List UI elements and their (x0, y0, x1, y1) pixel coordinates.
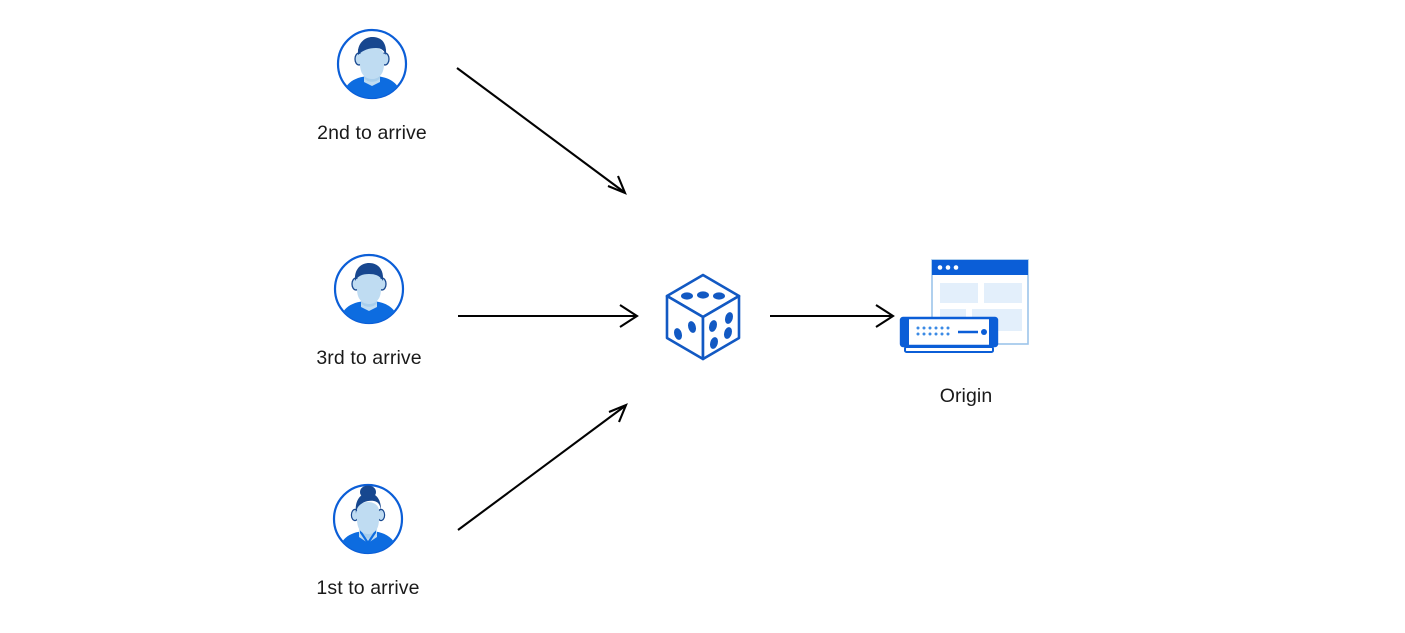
node-client-2nd[interactable]: 2nd to arrive (297, 26, 447, 145)
node-client-1st[interactable]: 1st to arrive (293, 481, 443, 600)
server-device (899, 316, 999, 353)
origin-server-icon (896, 256, 1036, 369)
node-label: 3rd to arrive (316, 347, 422, 369)
edge-1st-to-dice (457, 403, 628, 531)
node-label: 1st to arrive (316, 577, 420, 599)
user-avatar-icon (334, 26, 410, 102)
user-avatar-icon (331, 251, 407, 327)
dice-icon (662, 270, 744, 369)
node-label: Origin (939, 385, 993, 407)
edge-dice-to-origin (770, 304, 895, 328)
edge-2nd-to-dice (456, 67, 627, 195)
node-label: 2nd to arrive (317, 122, 427, 144)
node-origin[interactable]: Origin (896, 256, 1036, 408)
user-avatar-icon (330, 481, 406, 557)
edge-3rd-to-dice (458, 304, 639, 328)
node-randomizer[interactable] (662, 270, 744, 369)
node-client-3rd[interactable]: 3rd to arrive (294, 251, 444, 370)
